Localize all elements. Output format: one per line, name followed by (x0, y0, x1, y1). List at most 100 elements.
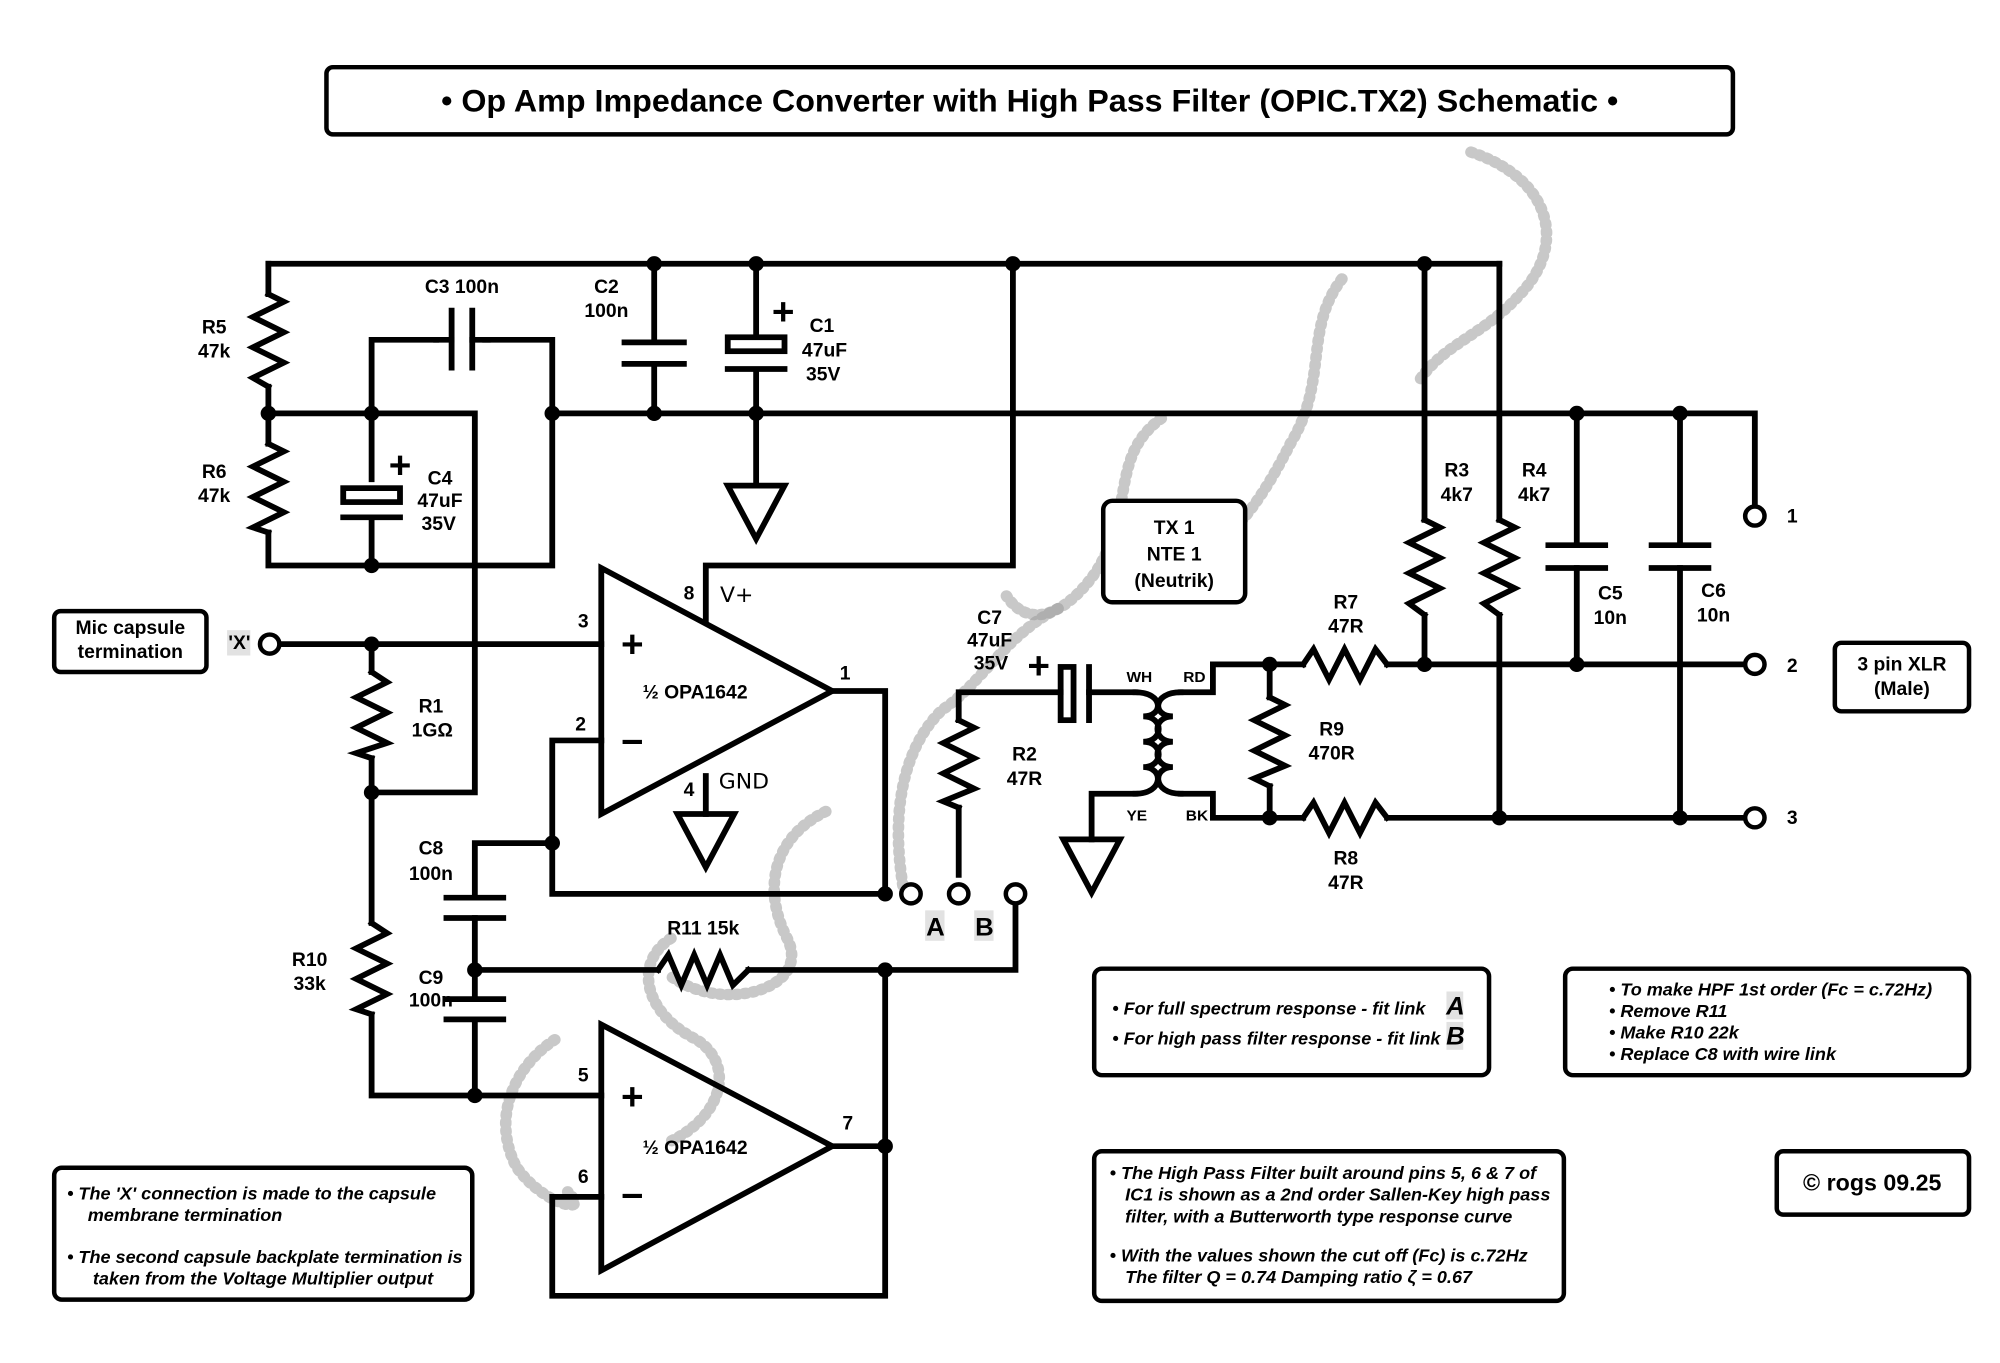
xlr-pin-1-label: 1 (1787, 507, 1798, 528)
junction-dots (260, 256, 1688, 1154)
first-order-line-2: • Remove R11 (1609, 1001, 1727, 1021)
link-a-label: A (926, 914, 945, 942)
capsule-line-2: membrane termination (88, 1205, 283, 1225)
plus-icon: + (1027, 645, 1050, 688)
copyright-text: © rogs 09.25 (1803, 1170, 1942, 1196)
tx-line-3: (Neutrik) (1134, 571, 1214, 592)
resistor-R9 (1247, 693, 1293, 790)
title-box: • Op Amp Impedance Converter with High P… (324, 64, 1736, 137)
pin-2: 2 (575, 714, 586, 735)
xlr-pin-1-terminal[interactable] (1742, 504, 1767, 528)
R8-value: 47R (1328, 873, 1364, 894)
capsule-note: • The 'X' connection is made to the caps… (51, 1165, 475, 1302)
xlr-pin-2-terminal[interactable] (1742, 652, 1767, 677)
C7-voltage: 35V (974, 654, 1009, 675)
mic-box-line-2: termination (78, 642, 183, 663)
plus-icon: + (389, 444, 412, 487)
filter-line-2: IC1 is shown as a 2nd order Sallen-Key h… (1125, 1185, 1550, 1205)
gnd-label: GND (719, 770, 769, 795)
filter-line-4: • With the values shown the cut off (Fc)… (1110, 1246, 1528, 1266)
opamp-lower-plus: + (621, 1076, 644, 1119)
link-terminal-b[interactable] (1003, 882, 1028, 906)
link-terminal-a[interactable] (946, 882, 971, 906)
link-option-a-letter: A (1445, 993, 1465, 1021)
pin-6: 6 (578, 1167, 589, 1188)
xlr-pin-3-terminal[interactable] (1742, 806, 1767, 830)
ground-icon (722, 482, 790, 546)
C1-value: 47uF (802, 340, 847, 361)
C8-value: 100n (409, 864, 453, 885)
lead-ye: YE (1126, 807, 1147, 824)
mic-box-line-1: Mic capsule (76, 618, 186, 639)
copyright-box: © rogs 09.25 (1774, 1149, 1972, 1217)
C4-ref: C4 (428, 468, 453, 489)
resistor-R11 (654, 947, 753, 993)
xlr-pin-2-label: 2 (1787, 656, 1798, 677)
R3-ref: R3 (1444, 461, 1469, 482)
pin-5: 5 (578, 1066, 589, 1087)
xlr-box-line-1: 3 pin XLR (1857, 655, 1946, 676)
capsule-line-3: • The second capsule backplate terminati… (67, 1247, 462, 1267)
pin-4: 4 (684, 780, 695, 801)
R6-ref: R6 (202, 462, 227, 483)
lead-wh: WH (1126, 669, 1152, 686)
component-labels: R5 47k R6 47k C3 100n C2 100n C1 47uF 35… (198, 277, 1730, 1012)
pin-1: 1 (840, 664, 851, 685)
R4-value: 4k7 (1518, 485, 1550, 506)
capacitor-C3 (433, 307, 491, 371)
lead-rd: RD (1183, 669, 1205, 686)
C2-value: 100n (584, 301, 628, 322)
C9-value: 100n (409, 991, 453, 1012)
R3-value: 4k7 (1441, 485, 1473, 506)
R2-ref: R2 (1012, 745, 1037, 766)
pin-3: 3 (578, 612, 589, 633)
title-text: • Op Amp Impedance Converter with High P… (441, 83, 1618, 119)
link-options-note: • For full spectrum response - fit link … (1091, 966, 1492, 1078)
resistor-R8 (1299, 796, 1392, 840)
input-terminal-x[interactable] (257, 632, 282, 656)
C1-ref: C1 (810, 316, 835, 337)
C3-label: C3 100n (425, 277, 499, 298)
opamp-upper-label: ½ OPA1642 (643, 683, 748, 704)
R1-value: 1GΩ (412, 721, 453, 742)
link-option-a-text: • For full spectrum response - fit link (1112, 998, 1426, 1018)
R10-ref: R10 (292, 950, 327, 971)
C4-voltage: 35V (421, 514, 456, 535)
plus-icon: + (772, 291, 795, 334)
capacitor-C1 (724, 334, 788, 372)
R11-label: R11 15k (667, 919, 739, 940)
transformer-TX1: WH RD YE BK (1126, 669, 1208, 824)
R7-ref: R7 (1333, 593, 1358, 614)
link-option-b-letter: B (1446, 1023, 1465, 1051)
transformer-info-box: TX 1 NTE 1 (Neutrik) (1100, 498, 1248, 605)
capacitor-C2 (621, 339, 687, 367)
capacitor-C9 (443, 996, 507, 1023)
capsule-line-4: taken from the Voltage Multiplier output (93, 1269, 434, 1289)
xlr-box-line-2: (Male) (1874, 679, 1930, 700)
tx-line-1: TX 1 (1154, 518, 1195, 539)
filter-line-1: • The High Pass Filter built around pins… (1110, 1163, 1539, 1183)
resistor-R3 (1402, 516, 1447, 619)
resistor-R10 (348, 919, 394, 1018)
link-option-b-text: • For high pass filter response - fit li… (1112, 1029, 1441, 1049)
R10-value: 33k (294, 974, 327, 995)
R5-ref: R5 (202, 318, 227, 339)
link-terminal-common[interactable] (899, 882, 923, 906)
opamp-upper-plus: + (621, 623, 644, 666)
first-order-line-1: • To make HPF 1st order (Fc = c.72Hz) (1609, 979, 1932, 999)
C4-value: 47uF (417, 491, 462, 512)
C5-ref: C5 (1598, 584, 1623, 605)
resistor-R7 (1299, 642, 1392, 686)
capacitor-C4 (340, 485, 403, 521)
capacitor-C7 (1057, 664, 1092, 724)
filter-line-5: The filter Q = 0.74 Damping ratio ζ = 0.… (1125, 1267, 1473, 1288)
opamp-lower-minus: − (621, 1175, 644, 1218)
first-order-note: • To make HPF 1st order (Fc = c.72Hz) • … (1562, 966, 1972, 1078)
mic-capsule-box: Mic capsule termination (51, 608, 209, 675)
capacitor-C5 (1545, 542, 1609, 571)
R8-ref: R8 (1333, 849, 1358, 870)
capacitor-C6 (1648, 542, 1712, 571)
opamp-lower-label: ½ OPA1642 (643, 1138, 748, 1159)
first-order-line-4: • Replace C8 with wire link (1609, 1044, 1837, 1064)
